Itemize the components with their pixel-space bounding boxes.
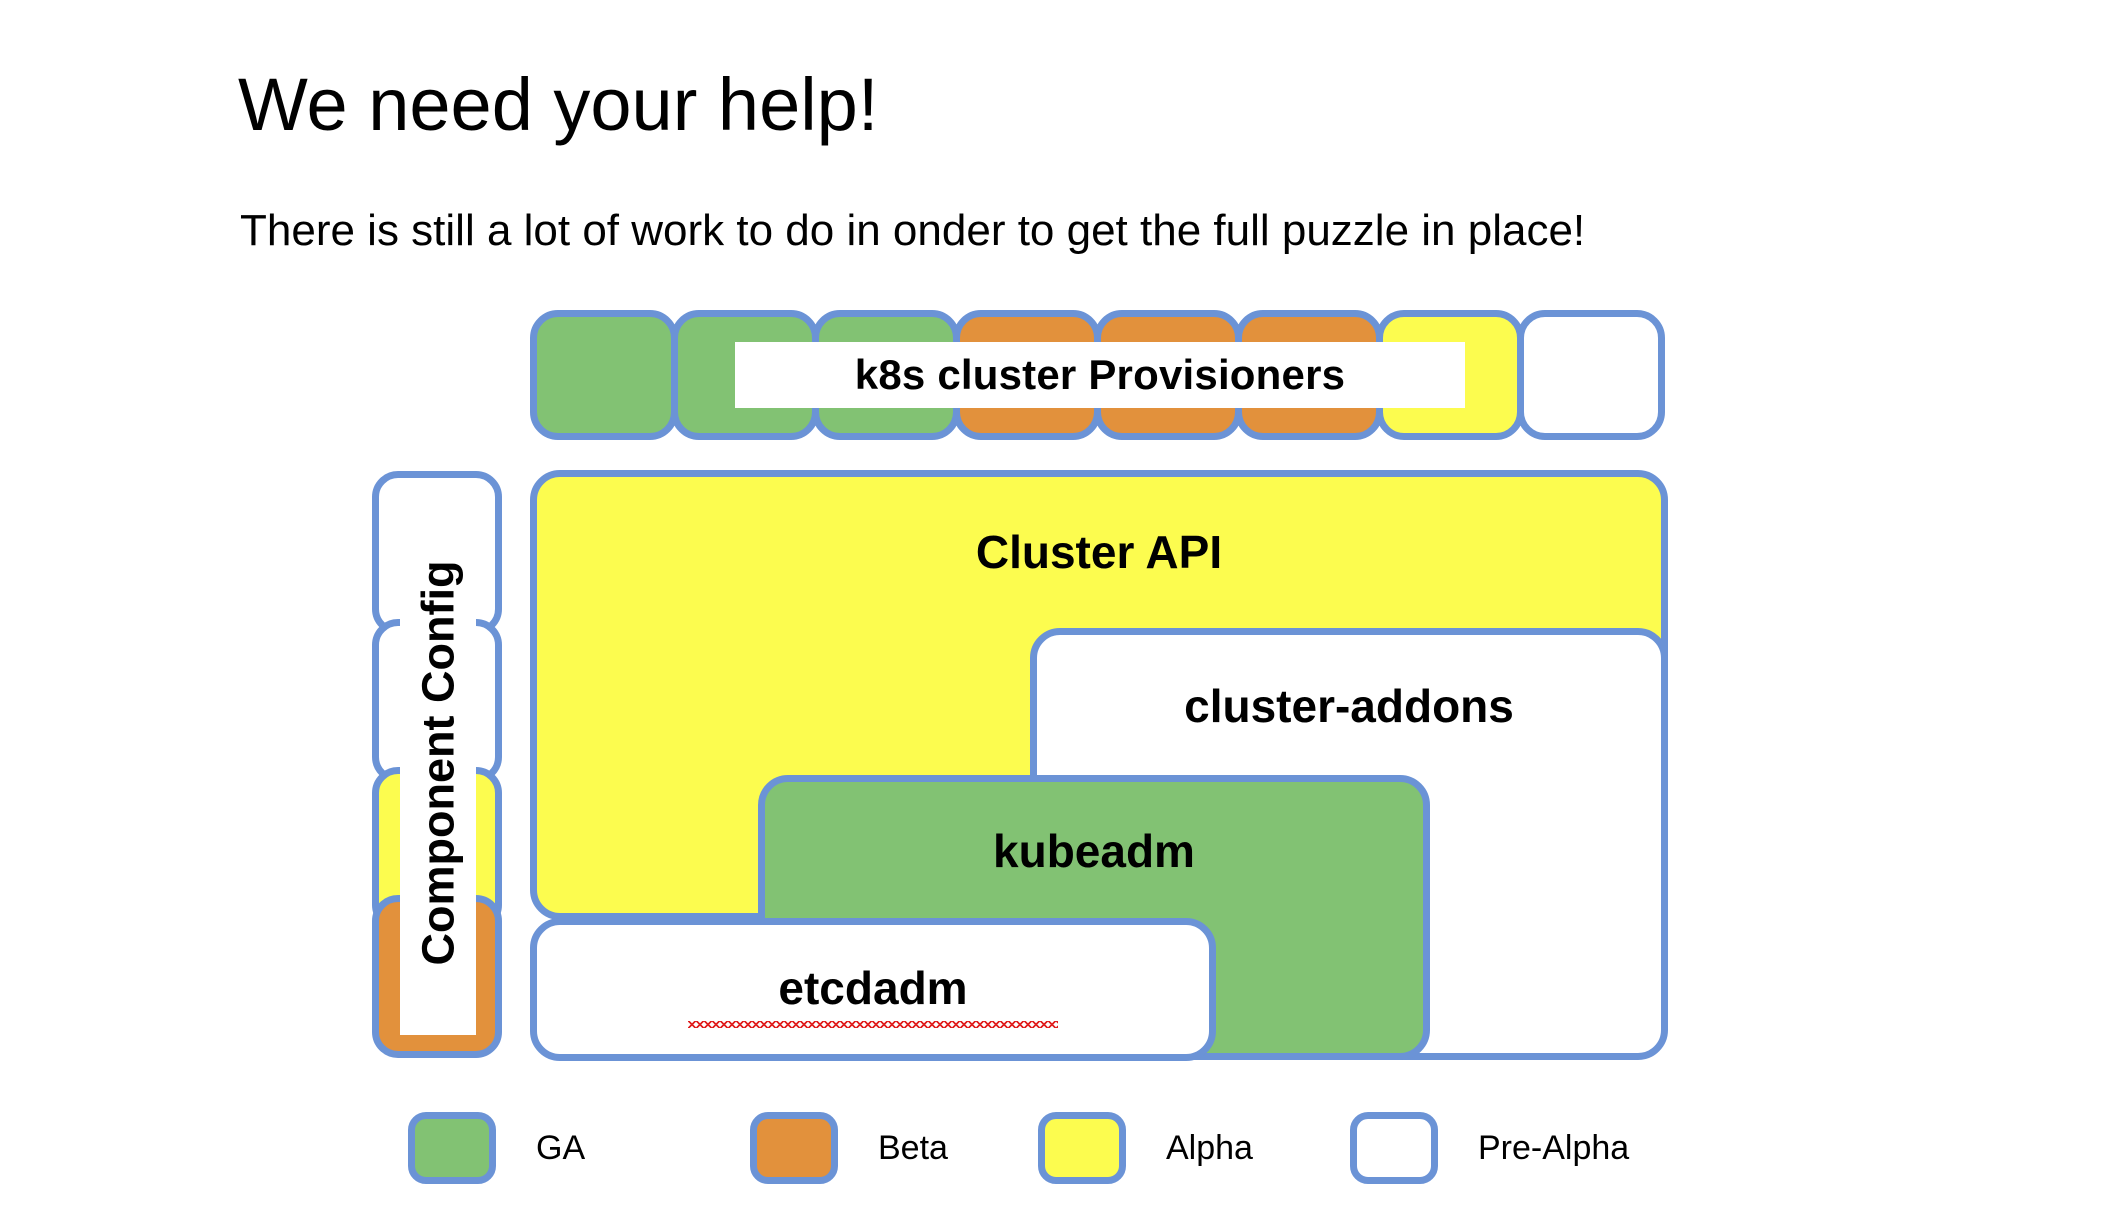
page-subtitle: There is still a lot of work to do in on… <box>240 206 1586 255</box>
legend-item-ga: GA <box>408 1112 585 1184</box>
etcdadm-block[interactable]: etcdadm <box>530 918 1216 1061</box>
provisioner-box-1[interactable] <box>530 310 678 440</box>
legend-label-alpha: Alpha <box>1166 1128 1253 1167</box>
page-title: We need your help! <box>238 62 879 146</box>
legend-swatch-alpha <box>1038 1112 1126 1184</box>
cluster-addons-label: cluster-addons <box>1184 680 1514 732</box>
etcdadm-label: etcdadm <box>687 962 1059 1028</box>
etcdadm-label-wrap: etcdadm <box>537 961 1209 1028</box>
legend-item-prealpha: Pre-Alpha <box>1350 1112 1629 1184</box>
cluster-api-label: Cluster API <box>975 526 1223 578</box>
component-config-label-band: Component Config <box>400 490 476 1035</box>
provisioner-box-8[interactable] <box>1517 310 1665 440</box>
legend-item-alpha: Alpha <box>1038 1112 1253 1184</box>
legend-label-ga: GA <box>536 1128 586 1167</box>
legend-label-prealpha: Pre-Alpha <box>1478 1128 1630 1167</box>
legend-swatch-beta <box>750 1112 838 1184</box>
k8s-cluster-provisioners-label-banner: k8s cluster Provisioners <box>735 342 1465 408</box>
kubeadm-label: kubeadm <box>993 825 1195 877</box>
component-config-label: Component Config <box>412 560 464 965</box>
k8s-cluster-provisioners-label: k8s cluster Provisioners <box>854 351 1346 398</box>
legend-item-beta: Beta <box>750 1112 948 1184</box>
legend-swatch-ga <box>408 1112 496 1184</box>
legend-swatch-prealpha <box>1350 1112 1438 1184</box>
legend-label-beta: Beta <box>878 1128 948 1167</box>
